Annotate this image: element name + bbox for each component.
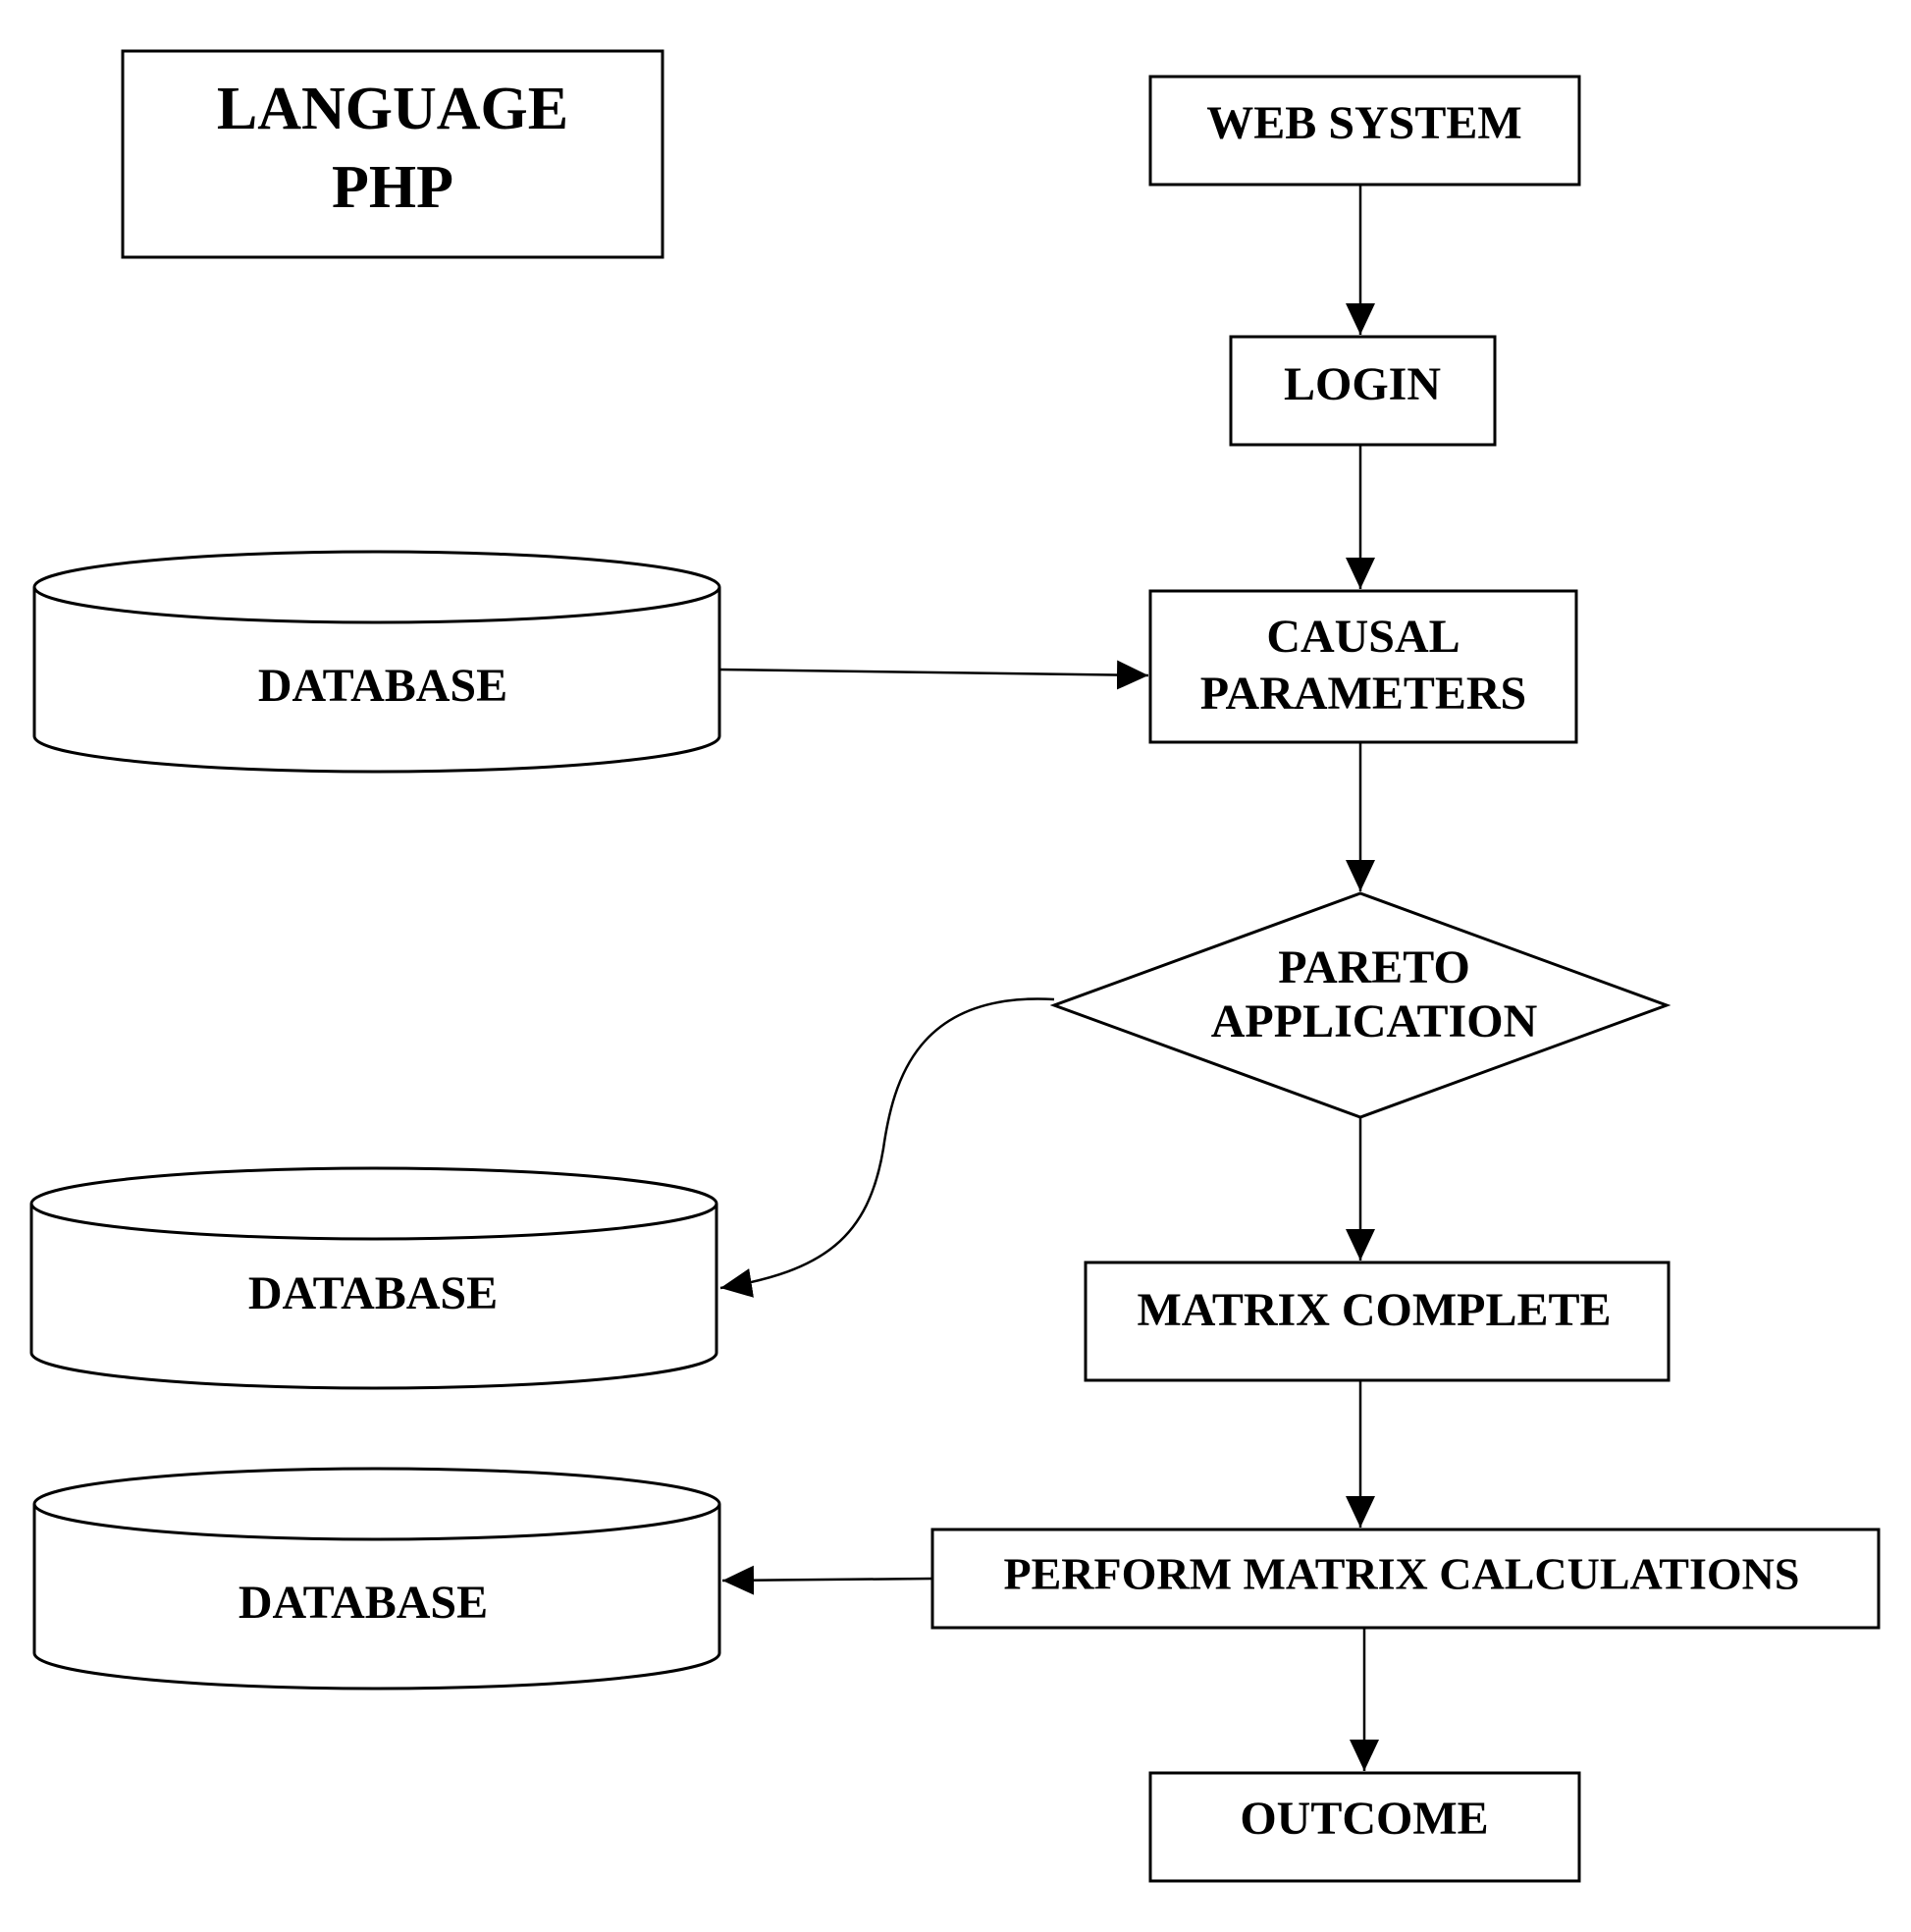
perform-matrix-calculations-label: PERFORM MATRIX CALCULATIONS xyxy=(1004,1549,1800,1599)
database-2-label: DATABASE xyxy=(248,1267,498,1319)
arrow-database-1-to-causal-parameters xyxy=(718,660,1149,690)
causal-parameters-node: CAUSAL PARAMETERS xyxy=(1148,589,1578,744)
database-2-node: DATABASE xyxy=(29,1166,718,1390)
pareto-application-node: PARETO APPLICATION xyxy=(1049,891,1672,1119)
causal-label: CAUSAL xyxy=(1266,611,1460,663)
database-1-node: DATABASE xyxy=(32,550,721,774)
login-node: LOGIN xyxy=(1229,335,1497,447)
database-3-label: DATABASE xyxy=(239,1577,488,1629)
outcome-label: OUTCOME xyxy=(1240,1793,1488,1845)
database-1-label: DATABASE xyxy=(258,660,507,712)
matrix-complete-label: MATRIX COMPLETE xyxy=(1137,1284,1611,1336)
php-label: PHP xyxy=(332,154,453,221)
arrow-pareto-to-database-2 xyxy=(719,997,1055,1298)
matrix-complete-node: MATRIX COMPLETE xyxy=(1084,1261,1671,1382)
perform-matrix-calculations-node: PERFORM MATRIX CALCULATIONS xyxy=(930,1528,1881,1630)
web-system-label: WEB SYSTEM xyxy=(1206,97,1521,149)
web-system-node: WEB SYSTEM xyxy=(1148,75,1581,187)
language-php-box: LANGUAGE PHP xyxy=(121,49,664,259)
outcome-node: OUTCOME xyxy=(1148,1771,1581,1883)
application-label: APPLICATION xyxy=(1211,995,1538,1047)
database-3-node: DATABASE xyxy=(32,1467,721,1690)
pareto-label: PARETO xyxy=(1278,941,1470,993)
language-label: LANGUAGE xyxy=(217,76,568,142)
login-label: LOGIN xyxy=(1284,358,1441,410)
arrow-perform-calculations-to-database-3 xyxy=(721,1565,933,1595)
parameters-label: PARAMETERS xyxy=(1200,668,1526,720)
